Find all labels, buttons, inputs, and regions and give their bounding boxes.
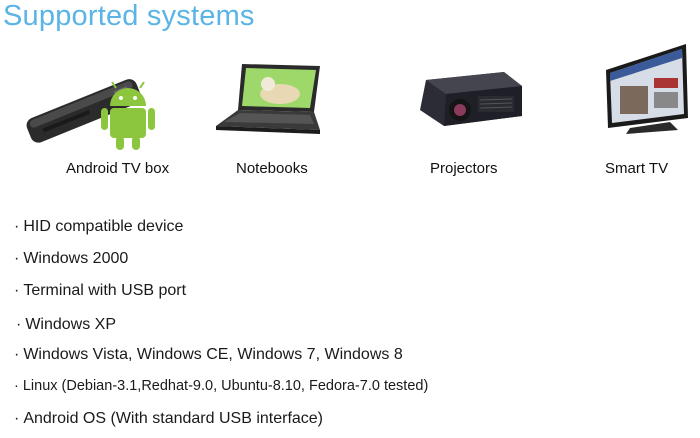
device-label-android-tv-box: Android TV box: [66, 160, 170, 177]
system-item-windows-vista-ce-7-8: ·Windows Vista, Windows CE, Windows 7, W…: [14, 346, 403, 364]
system-label: Windows XP: [25, 316, 117, 333]
system-label: Windows 2000: [23, 250, 129, 267]
system-label: Android OS (With standard USB interface): [23, 410, 324, 427]
device-label-projectors: Projectors: [430, 160, 498, 177]
system-item-linux: ·Linux (Debian-3.1,Redhat-9.0, Ubuntu-8.…: [14, 378, 428, 394]
system-label: Terminal with USB port: [23, 282, 187, 299]
system-item-windows-xp: ·Windows XP: [16, 316, 116, 334]
system-label: HID compatible device: [23, 218, 184, 235]
page-title: Supported systems: [3, 0, 255, 32]
android-tv-box-icon: [26, 79, 155, 150]
android-robot: [101, 81, 155, 150]
system-label: Windows Vista, Windows CE, Windows 7, Wi…: [23, 346, 403, 363]
device-label-notebooks: Notebooks: [236, 160, 308, 177]
bullet-mark: ·: [14, 378, 19, 394]
system-label: Linux (Debian-3.1,Redhat-9.0, Ubuntu-8.1…: [22, 378, 429, 394]
bullet-mark: ·: [14, 410, 20, 427]
bullet-mark: ·: [14, 282, 20, 299]
notebook-icon: [216, 64, 320, 134]
system-item-terminal-usb: ·Terminal with USB port: [14, 282, 186, 300]
system-item-hid: ·HID compatible device: [14, 218, 183, 236]
projector-icon: [420, 72, 522, 126]
bullet-mark: ·: [14, 218, 20, 235]
system-item-android-os: ·Android OS (With standard USB interface…: [14, 410, 323, 428]
bullet-mark: ·: [14, 250, 20, 267]
system-item-windows-2000: ·Windows 2000: [14, 250, 128, 268]
smart-tv-icon: [606, 44, 688, 134]
device-label-smart-tv: Smart TV: [605, 160, 669, 177]
bullet-mark: ·: [14, 346, 20, 363]
bullet-mark: ·: [16, 316, 22, 333]
